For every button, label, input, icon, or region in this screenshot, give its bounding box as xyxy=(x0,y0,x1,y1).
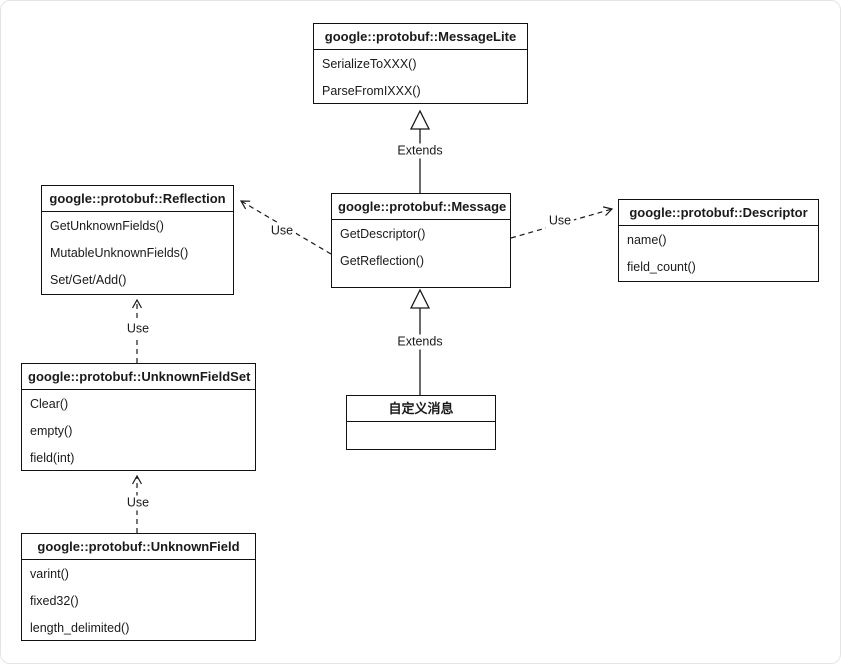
class-box-reflection[interactable]: google::protobuf::Reflection GetUnknownF… xyxy=(41,185,234,295)
class-box-unknownfieldset[interactable]: google::protobuf::UnknownFieldSet Clear(… xyxy=(21,363,256,471)
edge-label-use-midleft: Use xyxy=(123,321,153,337)
class-method: fixed32() xyxy=(30,594,79,608)
class-method: varint() xyxy=(30,567,69,581)
class-title-reflection: google::protobuf::Reflection xyxy=(42,186,233,212)
class-method: MutableUnknownFields() xyxy=(50,246,189,260)
class-box-messagelite[interactable]: google::protobuf::MessageLite SerializeT… xyxy=(313,23,528,104)
edge-label-extends-bottom: Extends xyxy=(394,334,446,350)
extends-arrow-custom-to-message xyxy=(409,288,431,395)
class-method: name() xyxy=(627,233,667,247)
class-method: empty() xyxy=(30,424,73,438)
class-title-unknownfieldset: google::protobuf::UnknownFieldSet xyxy=(22,364,255,390)
class-title-message: google::protobuf::Message xyxy=(332,194,510,220)
class-box-unknownfield[interactable]: google::protobuf::UnknownField varint() … xyxy=(21,533,256,641)
class-title-custom-message: 自定义消息 xyxy=(347,396,495,422)
class-method: SerializeToXXX() xyxy=(322,57,417,71)
class-method: GetUnknownFields() xyxy=(50,219,164,233)
class-box-custom-message[interactable]: 自定义消息 xyxy=(346,395,496,450)
edge-label-extends-top: Extends xyxy=(394,143,446,159)
class-method: Set/Get/Add() xyxy=(50,273,127,287)
class-body-empty xyxy=(347,422,495,449)
class-method: GetReflection() xyxy=(340,254,425,268)
class-title-descriptor: google::protobuf::Descriptor xyxy=(619,200,818,226)
edge-label-use-right: Use xyxy=(545,213,575,229)
class-method: GetDescriptor() xyxy=(340,227,426,241)
class-box-descriptor[interactable]: google::protobuf::Descriptor name() fiel… xyxy=(618,199,819,282)
class-title-unknownfield: google::protobuf::UnknownField xyxy=(22,534,255,560)
class-method: field_count() xyxy=(627,260,696,274)
edge-label-use-bottomleft: Use xyxy=(123,495,153,511)
class-title-messagelite: google::protobuf::MessageLite xyxy=(314,24,527,50)
class-method: length_delimited() xyxy=(30,621,130,635)
extends-arrow-message-to-messagelite xyxy=(409,109,431,193)
class-method: field(int) xyxy=(30,451,75,465)
edge-label-use-left: Use xyxy=(267,223,297,239)
class-method: Clear() xyxy=(30,397,69,411)
class-box-message[interactable]: google::protobuf::Message GetDescriptor(… xyxy=(331,193,511,288)
class-method: ParseFromIXXX() xyxy=(322,84,421,98)
